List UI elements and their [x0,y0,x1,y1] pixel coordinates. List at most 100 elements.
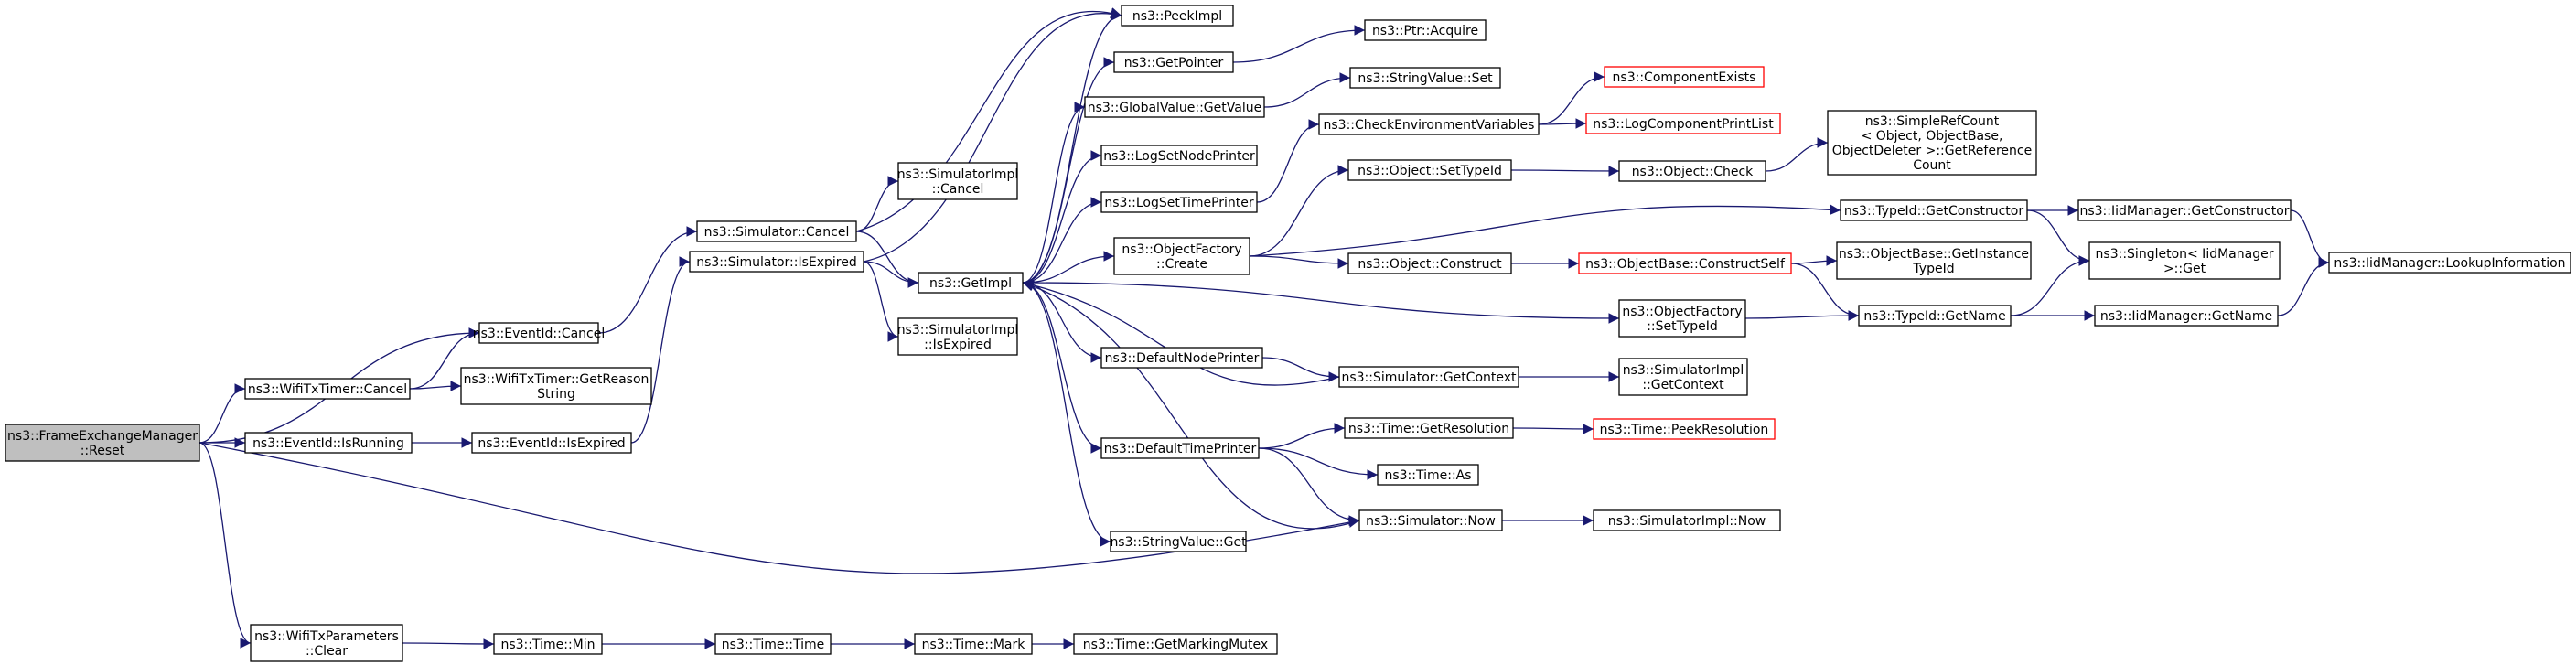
node-logsetnodeprinter[interactable]: ns3::LogSetNodePrinter [1100,145,1258,166]
node-singleton_get[interactable]: ns3::Singleton< IidManager >::Get [2088,241,2281,280]
node-box [914,633,1033,655]
node-checkenvvars[interactable]: ns3::CheckEnvironmentVariables [1318,113,1540,135]
edge-simulator_cancel-to-peekimpl [855,7,1122,232]
node-label: ns3::Time::PeekResolution [1600,423,1769,437]
node-eventid_isexpired[interactable]: ns3::EventId::IsExpired [471,432,632,454]
edge-checkenvvars-to-logcomponentprintlist [1538,118,1587,129]
node-label: ns3::Object::Check [1632,165,1754,179]
node-label: < Object, ObjectBase, [1862,129,2003,144]
node-label: ns3::Singleton< IidManager [2096,247,2274,262]
node-time_getresolution[interactable]: ns3::Time::GetResolution [1344,417,1514,439]
node-label: ns3::GlobalValue::GetValue [1088,101,1261,115]
node-objectfactory_create[interactable]: ns3::ObjectFactory::Create [1113,237,1250,275]
node-objectbase_constructself[interactable]: ns3::ObjectBase::ConstructSelf [1578,252,1792,274]
node-label: ns3::StringValue::Set [1358,71,1493,86]
edge-wifitxtimer_cancel-to-wifitxtimer_getreason [409,381,462,391]
node-defaulttimeprinter[interactable]: ns3::DefaultTimePrinter [1100,437,1260,459]
node-simulator_now[interactable]: ns3::Simulator::Now [1358,509,1503,531]
edge-simulator_now-to-getimpl [1022,281,1360,530]
node-label: ns3::WifiTxTimer::GetReason [464,372,649,387]
node-time_peekresolution[interactable]: ns3::Time::PeekResolution [1593,418,1776,440]
node-globalvalue_getvalue[interactable]: ns3::GlobalValue::GetValue [1084,96,1265,118]
edges-layer [199,7,2330,649]
node-simulator_cancel[interactable]: ns3::Simulator::Cancel [696,220,857,242]
node-peekimpl[interactable]: ns3::PeekImpl [1121,5,1234,27]
node-typeid_getconstructor[interactable]: ns3::TypeId::GetConstructor [1840,199,2028,221]
node-objectfactory_settypeid[interactable]: ns3::ObjectFactory::SetTypeId [1618,299,1746,338]
node-label: ::Cancel [932,182,984,197]
edge-defaulttimeprinter-to-time_as [1258,447,1379,480]
node-stringvalue_get[interactable]: ns3::StringValue::Get [1110,531,1247,552]
node-box [1618,299,1746,338]
node-box [897,162,1018,200]
node-label: ns3::LogSetTimePrinter [1104,196,1254,210]
node-object_check[interactable]: ns3::Object::Check [1618,160,1766,182]
edge-eventid_isexpired-to-simulator_isexpired [630,256,691,444]
edge-root-to-wifitxtimer_cancel [199,383,246,444]
node-defaultnodeprinter[interactable]: ns3::DefaultNodePrinter [1100,347,1263,369]
edge-iidmanager_getconstructor-to-iidmanager_lookupinfo [2290,209,2330,268]
node-time_time[interactable]: ns3::Time::Time [714,633,832,655]
node-getimpl[interactable]: ns3::GetImpl [918,272,1024,294]
node-label: ns3::EventId::IsExpired [478,436,625,451]
node-label: ns3::ComponentExists [1613,70,1756,85]
node-simimpl_cancel[interactable]: ns3::SimulatorImpl::Cancel [897,162,1019,200]
edge-getimpl-to-objectfactory_create [1022,251,1115,284]
node-label: ns3::SimulatorImpl [1623,363,1744,378]
edge-logsettimeprinter-to-checkenvvars [1256,119,1320,203]
node-object_construct[interactable]: ns3::Object::Construct [1347,252,1512,274]
edge-object_check-to-simplerefcount [1765,137,1829,172]
node-iidmanager_lookupinfo[interactable]: ns3::IidManager::LookupInformation [2328,252,2571,274]
node-ptr_acquire[interactable]: ns3::Ptr::Acquire [1364,19,1487,41]
node-time_as[interactable]: ns3::Time::As [1377,464,1479,486]
node-getpointer[interactable]: ns3::GetPointer [1113,51,1234,73]
node-wifitxparams_clear[interactable]: ns3::WifiTxParameters::Clear [250,624,403,662]
node-iidmanager_getconstructor[interactable]: ns3::IidManager::GetConstructor [2077,199,2292,221]
node-label: ns3::IidManager::GetName [2100,309,2272,324]
node-typeid_getname[interactable]: ns3::TypeId::GetName [1858,305,2012,327]
node-stringvalue_set[interactable]: ns3::StringValue::Set [1349,67,1501,89]
node-label: ns3::EventId::Cancel [473,327,606,341]
node-label: ns3::Time::As [1384,468,1471,483]
node-root[interactable]: ns3::FrameExchangeManager::Reset [5,424,200,462]
node-label: ns3::DefaultTimePrinter [1104,442,1257,456]
node-eventid_isrunning[interactable]: ns3::EventId::IsRunning [244,432,413,454]
node-box [460,367,652,405]
node-label: ns3::Object::SetTypeId [1358,164,1502,178]
node-simimpl_isexpired[interactable]: ns3::SimulatorImpl::IsExpired [897,317,1019,356]
node-logcomponentprintlist[interactable]: ns3::LogComponentPrintList [1585,113,1781,134]
edge-objectfactory_settypeid-to-typeid_getname [1744,310,1860,321]
node-label: ns3::GetPointer [1124,56,1224,70]
node-box [1338,366,1519,388]
node-object_settypeid[interactable]: ns3::Object::SetTypeId [1347,159,1512,181]
edge-defaulttimeprinter-to-simulator_now [1258,447,1360,526]
node-box [2094,305,2279,327]
node-logsettimeprinter[interactable]: ns3::LogSetTimePrinter [1100,191,1258,213]
node-wifitxtimer_cancel[interactable]: ns3::WifiTxTimer::Cancel [244,378,411,400]
node-time_min[interactable]: ns3::Time::Min [493,633,603,655]
edge-globalvalue_getvalue-to-stringvalue_set [1263,72,1351,108]
node-simulator_getcontext[interactable]: ns3::Simulator::GetContext [1338,366,1519,388]
node-label: ns3::ObjectFactory [1622,305,1742,319]
node-time_mark[interactable]: ns3::Time::Mark [914,633,1033,655]
node-simulator_isexpired[interactable]: ns3::Simulator::IsExpired [689,251,864,273]
node-time_getmarkingmutex[interactable]: ns3::Time::GetMarkingMutex [1073,633,1278,655]
node-box [714,633,832,655]
node-label: ns3::Time::Mark [922,638,1026,652]
node-label: ns3::SimulatorImpl [897,323,1019,338]
edge-objectfactory_create-to-object_construct [1249,255,1349,269]
node-eventid_cancel[interactable]: ns3::EventId::Cancel [473,322,606,344]
node-label: ::IsExpired [924,338,992,352]
node-simimpl_now[interactable]: ns3::SimulatorImpl::Now [1593,509,1781,531]
edge-eventid_cancel-to-simulator_cancel [597,226,698,334]
node-label: ns3::SimulatorImpl [897,167,1019,182]
node-iidmanager_getname[interactable]: ns3::IidManager::GetName [2094,305,2279,327]
node-simplerefcount[interactable]: ns3::SimpleRefCount< Object, ObjectBase,… [1827,110,2037,176]
node-simimpl_getcontext[interactable]: ns3::SimulatorImpl::GetContext [1618,358,1748,396]
node-box [244,432,413,454]
node-label: ns3::Simulator::IsExpired [696,255,857,270]
node-componentexists[interactable]: ns3::ComponentExists [1604,66,1765,88]
